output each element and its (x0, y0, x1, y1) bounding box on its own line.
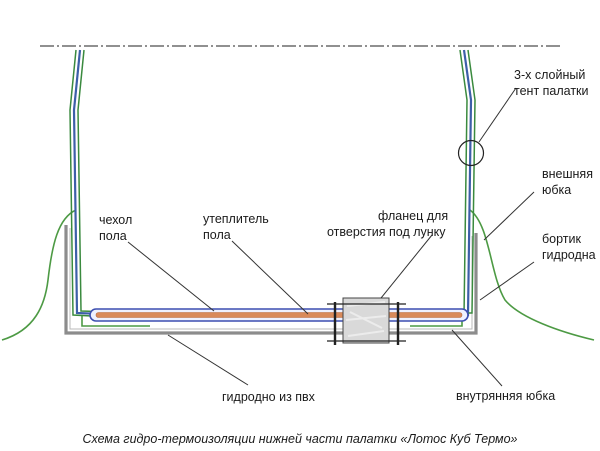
label-inner-skirt: внутрянняя юбка (456, 389, 555, 403)
label-floor-cover-line2: пола (99, 229, 127, 243)
tent-layer-callout-circle (457, 139, 485, 167)
label-insulation-line1: утеплитель (203, 212, 269, 226)
label-floor-cover-line1: чехол (99, 213, 132, 227)
tent-wall-right (409, 49, 476, 320)
diagram-caption: Схема гидро-термоизоляции нижней части п… (82, 432, 517, 446)
hole-flange (327, 297, 406, 345)
label-insulation-line2: пола (203, 228, 231, 242)
label-flange-line1: фланец для (378, 209, 448, 223)
label-rim-line1: бортик (542, 232, 581, 246)
label-rim-line2: гидродна (542, 248, 596, 262)
label-outer-skirt-line1: внешняя (542, 167, 593, 181)
outer-skirt-right (469, 209, 595, 341)
inner-skirt-left (81, 315, 150, 327)
pvc-floor-bottom (64, 225, 478, 335)
tent-wall-left (69, 49, 151, 320)
label-pvc-floor: гидродно из пвх (222, 390, 316, 404)
floor-insulation (95, 312, 463, 318)
label-tent-line1: 3-х слойный (514, 68, 585, 82)
outer-skirt-left (1, 209, 77, 341)
label-tent-line2: тент палатки (514, 84, 589, 98)
leader-lines (127, 87, 535, 387)
label-outer-skirt-line2: юбка (542, 183, 571, 197)
label-flange-line2: отверстия под лунку (327, 225, 446, 239)
